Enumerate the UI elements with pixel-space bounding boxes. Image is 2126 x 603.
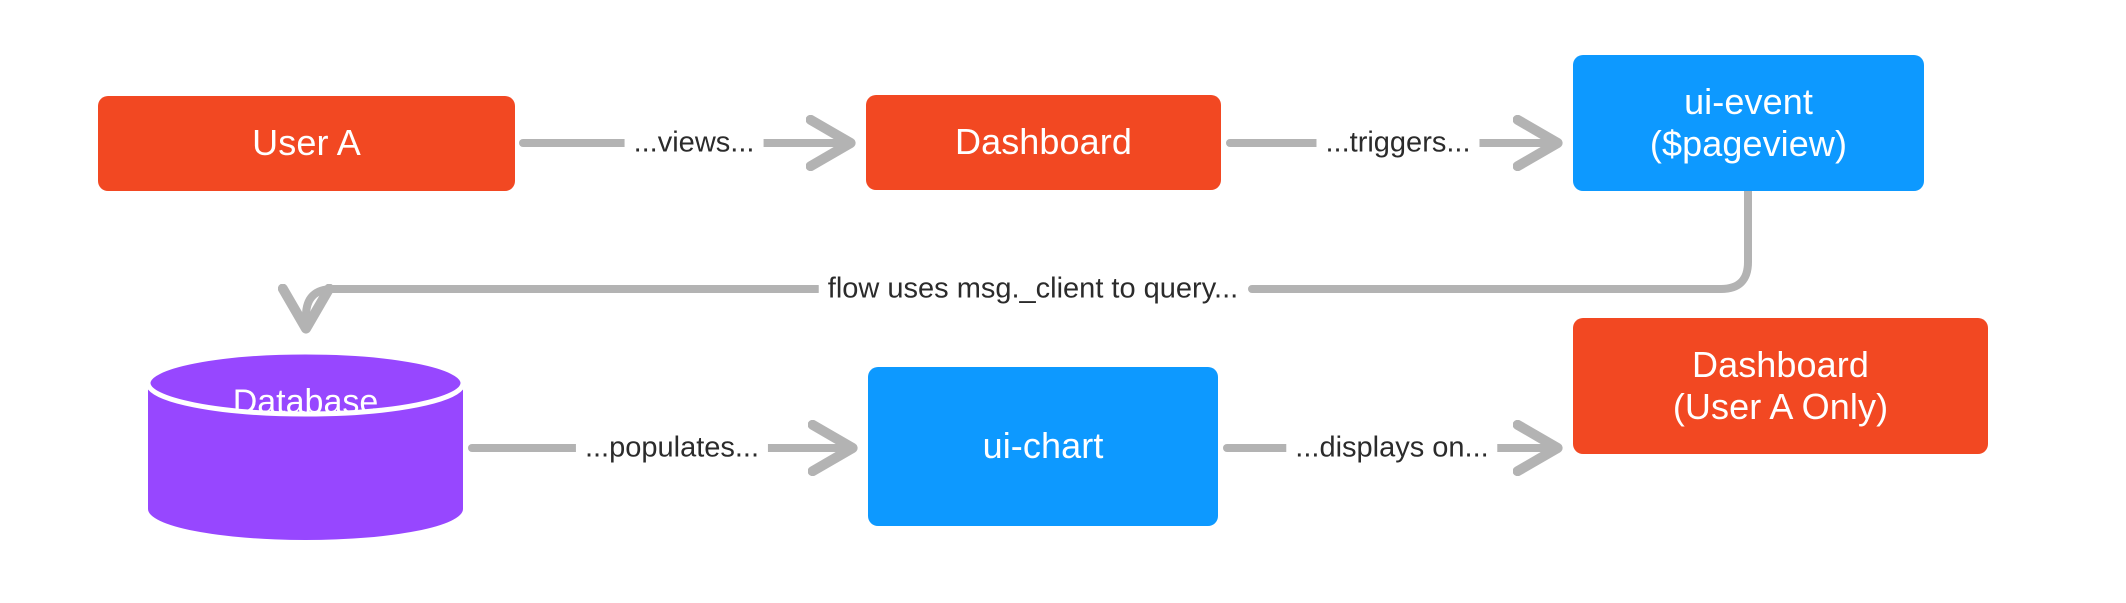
edge-flow-query — [306, 187, 1752, 327]
node-user-a[interactable]: User A — [98, 96, 515, 191]
edge-label-triggers: ...triggers... — [1316, 128, 1480, 158]
edge-label-populates: ...populates... — [575, 433, 769, 463]
node-dashboard-top-label: Dashboard — [954, 121, 1132, 163]
edge-label-displays-on: ...displays on... — [1286, 433, 1498, 463]
node-user-a-label: User A — [252, 122, 361, 164]
node-ui-event-sublabel: ($pageview) — [1649, 123, 1848, 164]
node-database[interactable]: Database — [148, 352, 463, 540]
node-ui-chart-label: ui-chart — [982, 425, 1104, 467]
node-dashboard-user-a[interactable]: Dashboard (User A Only) — [1573, 318, 1988, 454]
node-dashboard-user-a-label: Dashboard — [1691, 343, 1869, 385]
node-ui-chart[interactable]: ui-chart — [868, 367, 1218, 526]
node-ui-event[interactable]: ui-event ($pageview) — [1573, 55, 1924, 191]
edge-label-views: ...views... — [624, 128, 764, 158]
node-ui-event-label: ui-event — [1684, 80, 1813, 122]
node-dashboard-top[interactable]: Dashboard — [866, 95, 1221, 190]
edge-label-flow-query: flow uses msg._client to query... — [818, 274, 1248, 304]
node-dashboard-user-a-sublabel: (User A Only) — [1672, 386, 1889, 427]
database-cylinder-icon — [148, 352, 463, 540]
